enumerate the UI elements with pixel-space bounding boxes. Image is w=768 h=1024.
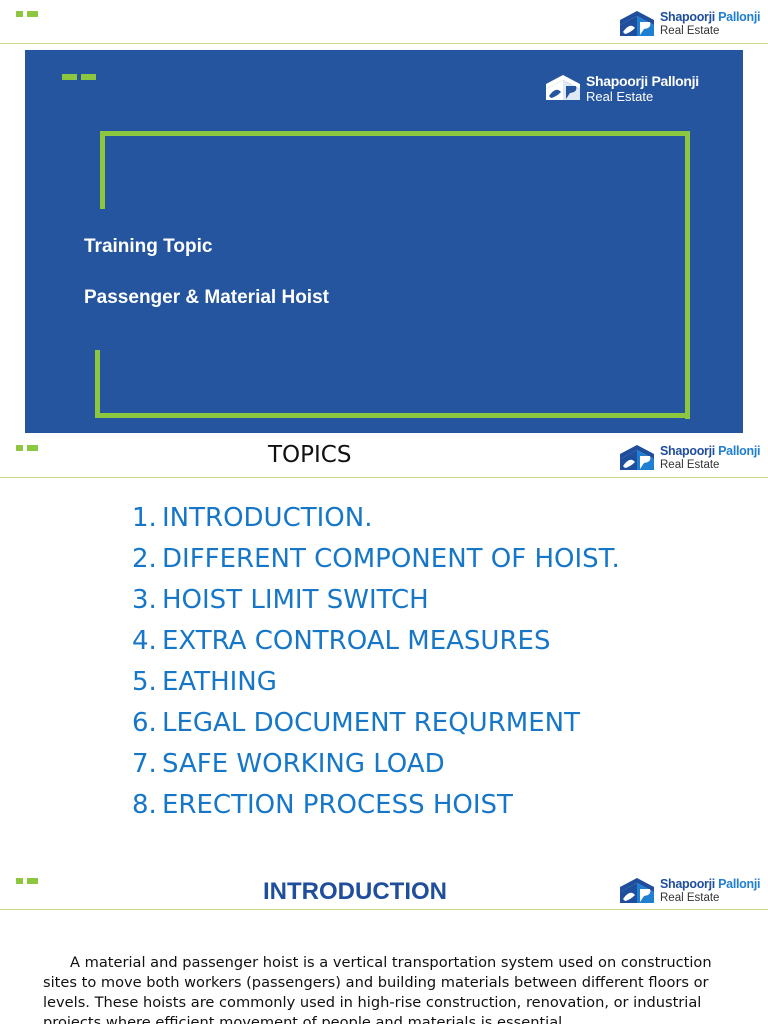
brand-sub: Real Estate (660, 458, 720, 471)
topics-heading: TOPICS (268, 442, 352, 468)
frame-border (100, 131, 105, 209)
topics-list: 1.INTRODUCTION. 2.DIFFERENT COMPONENT OF… (132, 497, 620, 825)
accent-dash (27, 878, 38, 884)
brand-sub: Real Estate (660, 24, 720, 37)
header-rule (0, 909, 768, 910)
accent-dash (16, 878, 23, 884)
list-item: 4.EXTRA CONTROAL MEASURES (132, 625, 551, 656)
brand-sub: Real Estate (586, 88, 654, 104)
sp-logo-icon (620, 445, 654, 470)
title-slide (25, 50, 743, 433)
header-rule (0, 43, 768, 44)
introduction-paragraph: A material and passenger hoist is a vert… (43, 954, 712, 1024)
company-logo-white: Shapoorji Pallonji Real Estate (544, 72, 699, 104)
frame-border (100, 131, 690, 136)
sp-logo-icon (620, 878, 654, 903)
accent-dash (81, 74, 96, 80)
list-item: 6.LEGAL DOCUMENT REQURMENT (132, 707, 580, 738)
list-item: 7.SAFE WORKING LOAD (132, 748, 445, 779)
list-item: 2.DIFFERENT COMPONENT OF HOIST. (132, 543, 620, 574)
brand-name: Shapoorji Pallonji (660, 877, 761, 891)
accent-dash (27, 11, 38, 17)
frame-border (95, 413, 690, 418)
training-topic-label: Training Topic (84, 236, 213, 257)
brand-name: Shapoorji Pallonji (586, 72, 699, 89)
list-item: 3.HOIST LIMIT SWITCH (132, 584, 429, 615)
frame-border (685, 131, 690, 419)
brand-name: Shapoorji Pallonji (660, 10, 761, 24)
list-item: 8.ERECTION PROCESS HOIST (132, 789, 513, 820)
header-rule (0, 477, 768, 478)
training-topic-title: Passenger & Material Hoist (84, 287, 329, 308)
list-item: 5.EATHING (132, 666, 277, 697)
sp-logo-icon (620, 11, 654, 36)
brand-sub: Real Estate (660, 891, 720, 904)
list-item: 1.INTRODUCTION. (132, 502, 373, 533)
frame-border (95, 350, 100, 418)
accent-dash (16, 11, 23, 17)
company-logo: Shapoorji Pallonji Real Estate (618, 8, 761, 40)
accent-dash (62, 74, 77, 80)
sp-logo-icon (546, 75, 580, 100)
accent-dash (16, 445, 23, 451)
introduction-heading: INTRODUCTION (263, 878, 447, 905)
brand-name: Shapoorji Pallonji (660, 444, 761, 458)
company-logo: Shapoorji Pallonji Real Estate (618, 875, 761, 907)
company-logo: Shapoorji Pallonji Real Estate (618, 442, 761, 474)
accent-dash (27, 445, 38, 451)
